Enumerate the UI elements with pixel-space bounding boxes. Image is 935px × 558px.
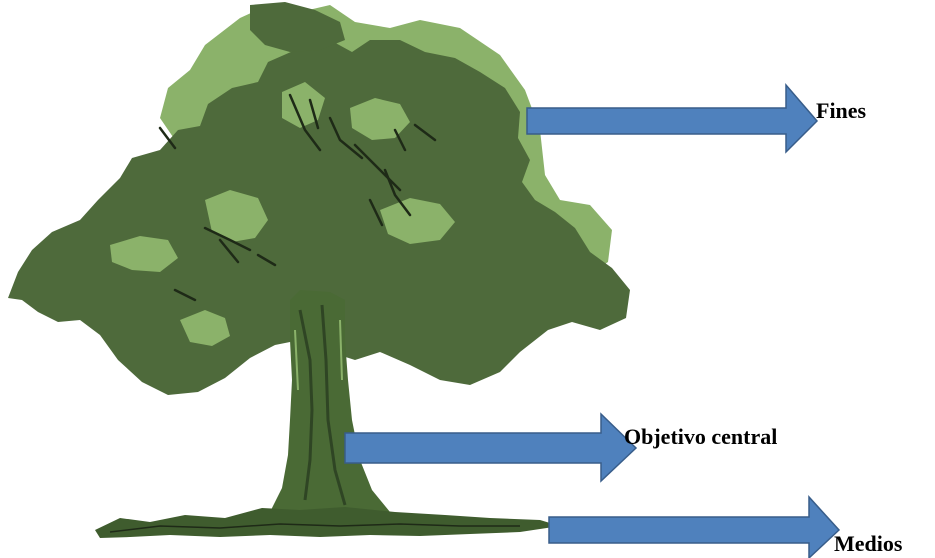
tree-branches bbox=[158, 93, 437, 302]
label-medios: Medios bbox=[834, 531, 903, 556]
arrow-fines bbox=[526, 82, 819, 154]
label-objetivo-central: Objetivo central bbox=[624, 424, 778, 449]
label-fines: Fines bbox=[816, 98, 867, 123]
tree-ground bbox=[95, 507, 560, 538]
arrow-medios bbox=[548, 495, 841, 558]
tree-trunk bbox=[270, 290, 390, 512]
tree-foliage-highlights bbox=[110, 82, 455, 346]
arrow-objetivo-central bbox=[344, 412, 638, 483]
tree-canopy bbox=[8, 2, 630, 395]
